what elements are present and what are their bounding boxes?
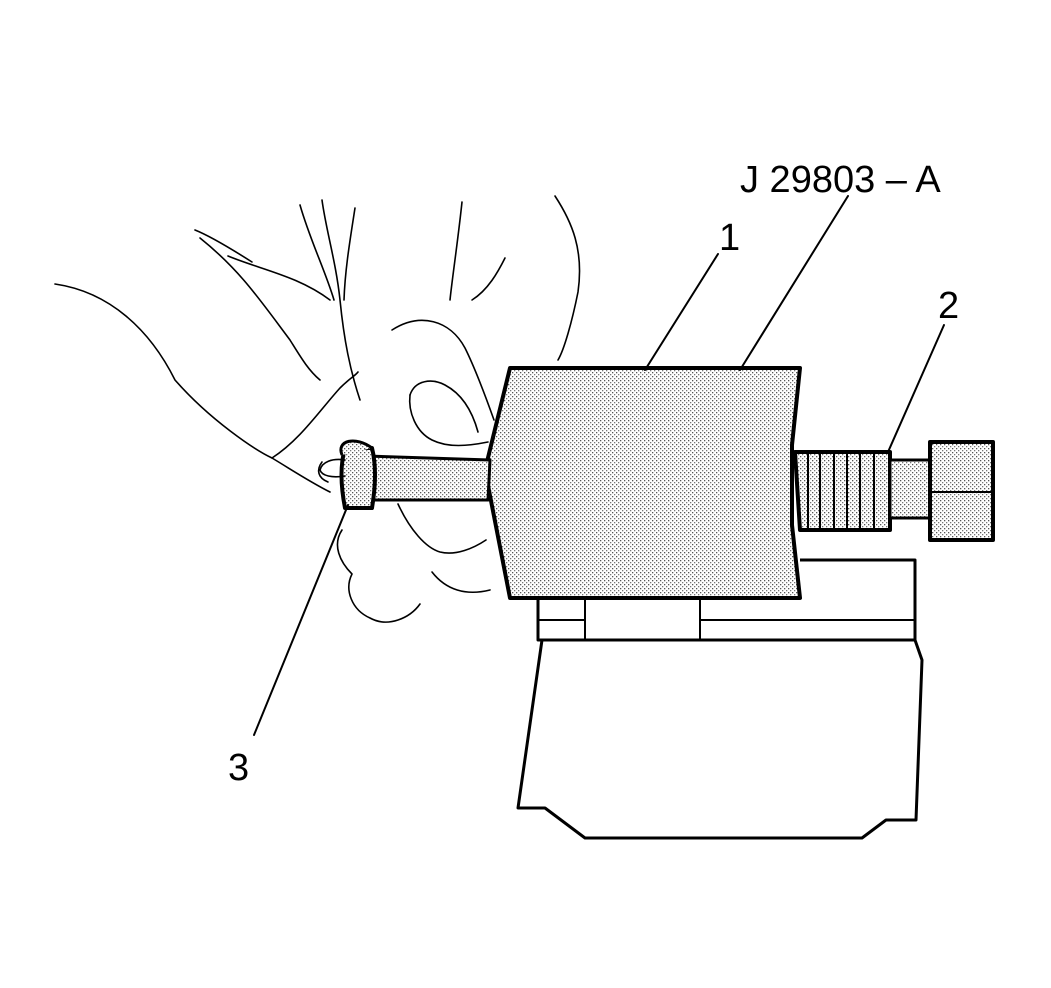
leader-lines <box>253 195 945 736</box>
tool-number-label: J 29803 – A <box>740 159 941 201</box>
tool-body <box>483 366 802 600</box>
housing-base <box>516 558 924 840</box>
threaded-screw <box>793 440 995 542</box>
hand <box>54 195 581 623</box>
callout-3: 3 <box>228 747 249 789</box>
removal-pin <box>319 439 492 510</box>
callout-1: 1 <box>719 217 740 259</box>
callout-2: 2 <box>938 285 959 327</box>
